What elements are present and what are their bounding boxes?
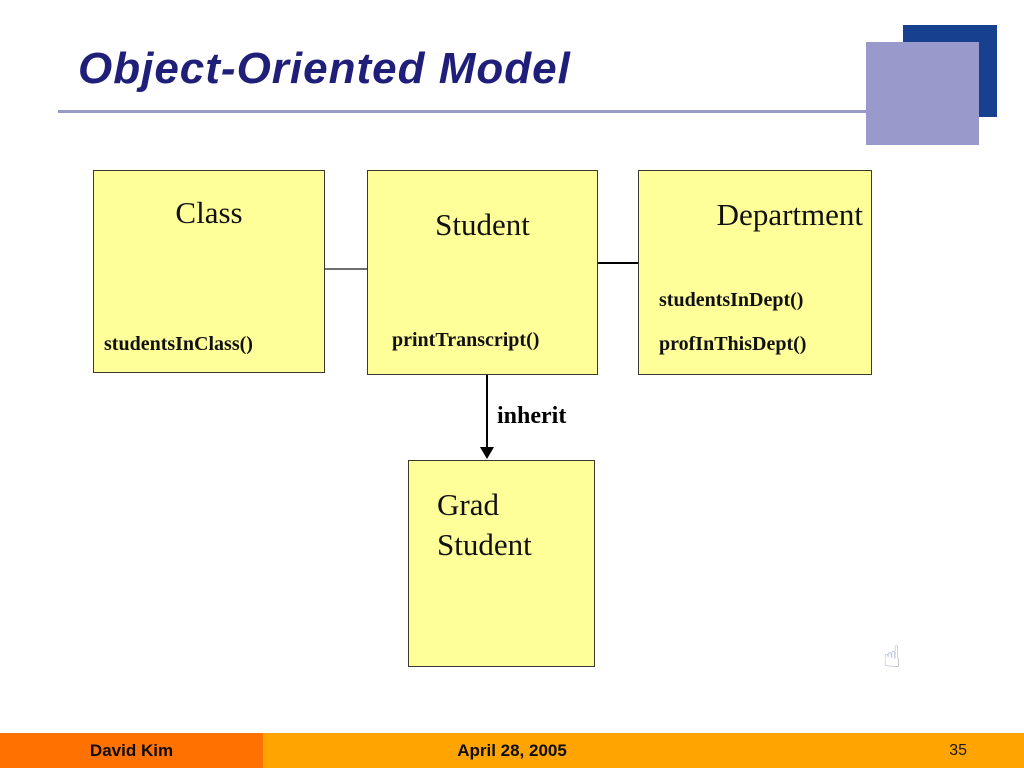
- edge-student-department: [598, 262, 638, 264]
- page-number: 35: [949, 741, 967, 759]
- department-box-method-2: profInThisDept(): [659, 333, 807, 355]
- class-box-title: Class: [175, 195, 243, 230]
- inherit-arrowhead-icon: [480, 447, 494, 459]
- footer-bar: David Kim April 28, 2005 35: [0, 733, 1024, 768]
- inherit-edge-label: inherit: [497, 403, 567, 429]
- grad-student-box-title: Grad Student: [437, 487, 532, 562]
- student-box: Student printTranscript(): [367, 170, 598, 375]
- title-underline-rule: [58, 110, 868, 113]
- edge-class-student: [325, 268, 367, 270]
- student-box-method: printTranscript(): [392, 329, 540, 351]
- footer-author-section: David Kim: [0, 733, 263, 768]
- class-box: Class studentsInClass(): [93, 170, 325, 373]
- student-box-title: Student: [435, 207, 530, 242]
- grad-student-box: Grad Student: [408, 460, 595, 667]
- class-box-method: studentsInClass(): [104, 333, 253, 355]
- action-button[interactable]: ☝: [872, 642, 912, 692]
- edge-inherit-line: [486, 375, 488, 447]
- department-box: Department studentsInDept() profInThisDe…: [638, 170, 872, 375]
- department-box-method-1: studentsInDept(): [659, 289, 804, 311]
- page-title: Object-Oriented Model: [78, 44, 571, 93]
- footer-author: David Kim: [89, 740, 174, 760]
- footer-date: April 28, 2005: [457, 740, 567, 760]
- department-box-title: Department: [716, 197, 863, 232]
- pointing-hand-icon: ☝: [882, 640, 902, 675]
- decorative-square-front: [866, 42, 979, 145]
